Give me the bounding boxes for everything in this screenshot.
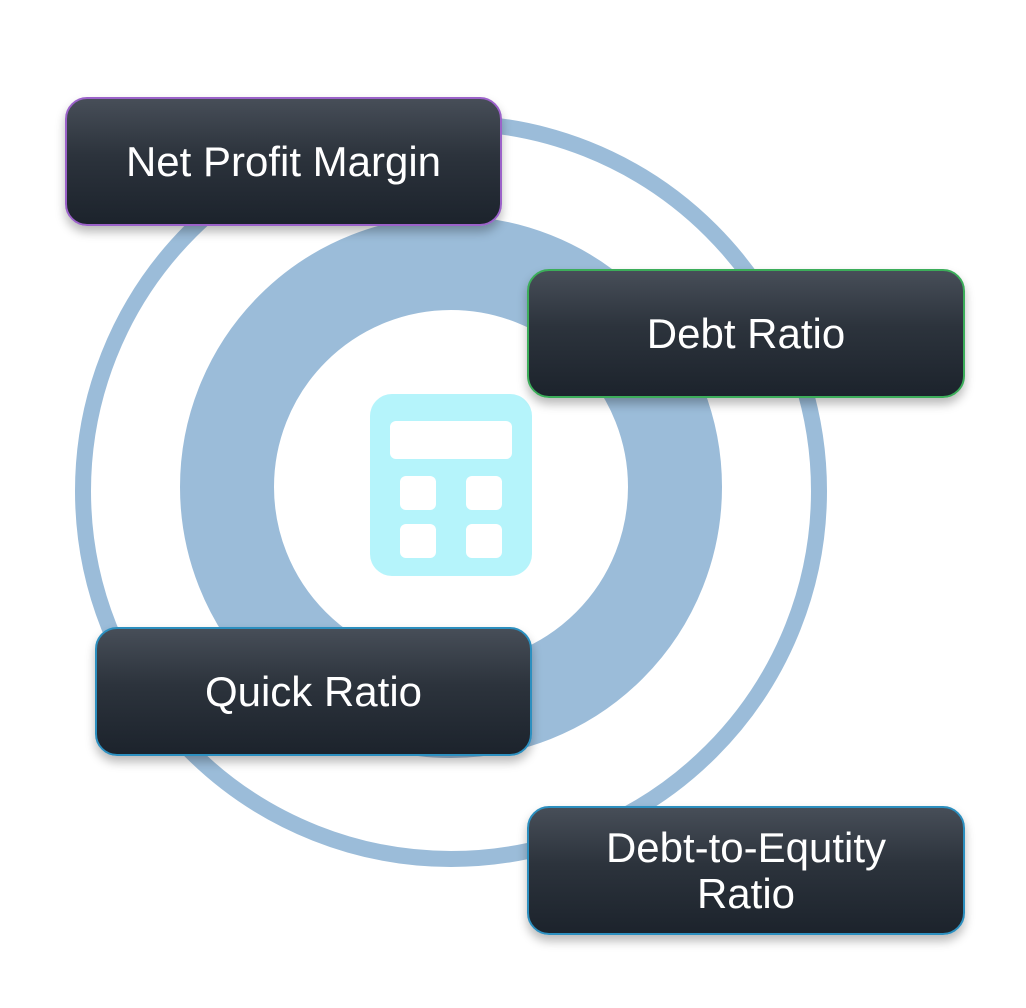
card-debt-to-equity-ratio: Debt-to-Equtity Ratio — [527, 806, 965, 935]
card-quick-ratio: Quick Ratio — [95, 627, 532, 756]
card-debt-ratio: Debt Ratio — [527, 269, 965, 398]
card-label: Quick Ratio — [204, 667, 423, 715]
card-net-profit-margin: Net Profit Margin — [65, 97, 502, 226]
card-label: Debt-to-Equtity Ratio — [605, 823, 887, 917]
card-label: Net Profit Margin — [125, 137, 442, 185]
card-label: Debt Ratio — [646, 309, 846, 357]
calculator-icon — [370, 394, 532, 576]
